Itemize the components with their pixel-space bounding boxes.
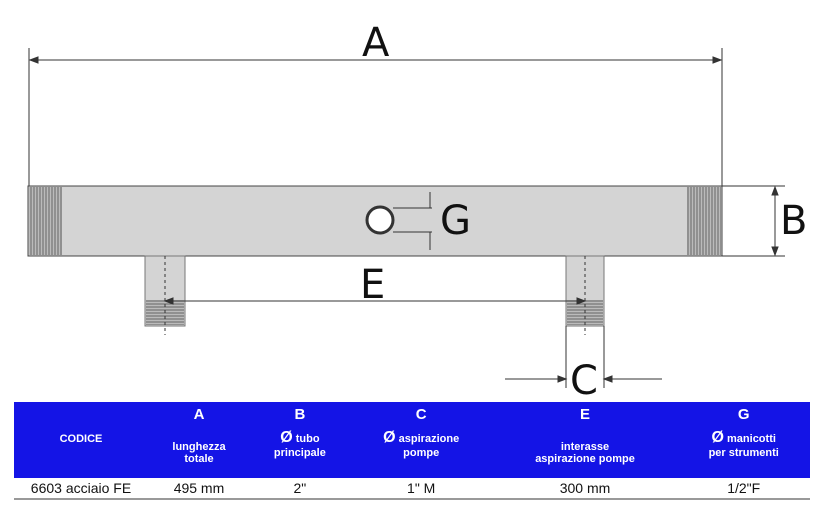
- label-e: E: [360, 262, 386, 308]
- thread-right: [687, 187, 721, 255]
- cell-g: 1/2"F: [677, 478, 810, 500]
- dimension-e: [163, 297, 587, 305]
- dimension-c: [505, 326, 662, 388]
- thread-left: [29, 187, 62, 255]
- table-row: 6603 acciaio FE 495 mm 2" 1" M 300 mm 1/…: [14, 478, 810, 500]
- dimension-a: [28, 48, 723, 186]
- dimension-g: [393, 192, 432, 250]
- cell-a: 495 mm: [148, 478, 250, 500]
- label-g: G: [440, 198, 471, 244]
- header-codice: CODICE: [14, 402, 148, 478]
- cell-c: 1" M: [349, 478, 493, 500]
- gauge-socket: [365, 205, 395, 235]
- label-a: A: [362, 20, 390, 66]
- dimension-b: [722, 185, 785, 257]
- technical-drawing: [27, 48, 785, 388]
- cell-codice: 6603 acciaio FE: [14, 478, 148, 500]
- cell-e: 300 mm: [492, 478, 678, 500]
- label-c: C: [570, 358, 598, 404]
- label-b: B: [780, 198, 808, 244]
- cell-b: 2": [249, 478, 350, 500]
